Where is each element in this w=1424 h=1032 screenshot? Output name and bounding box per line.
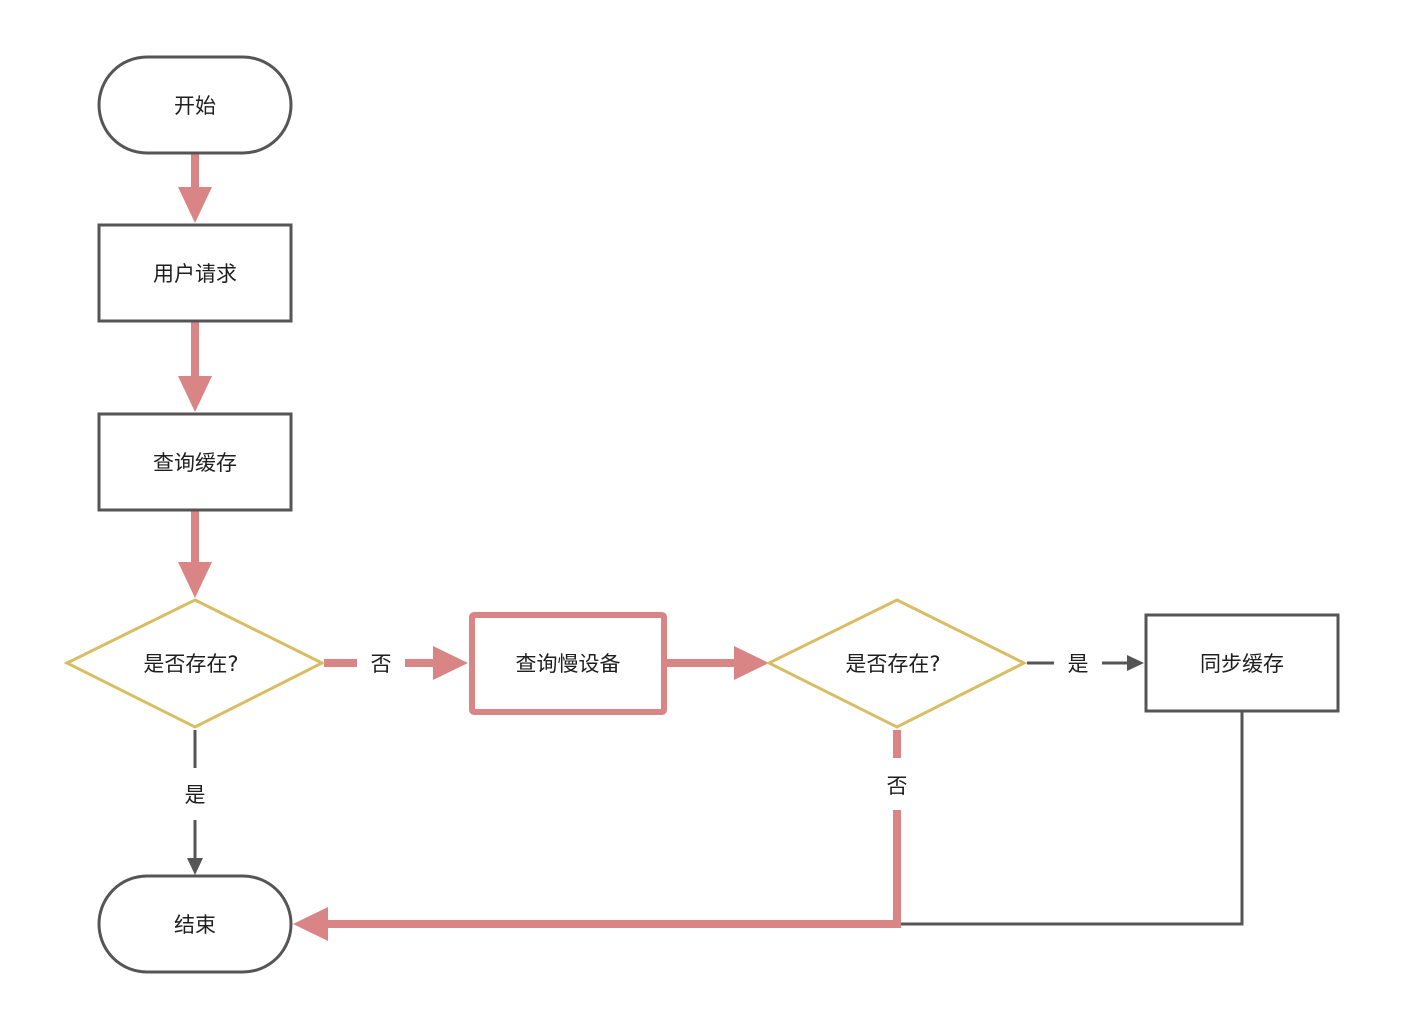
edge-label-no: 否 [371, 652, 392, 676]
terminal-shape [97, 874, 293, 974]
arrow-head-icon [178, 562, 212, 598]
terminal-shape [97, 55, 293, 155]
process-shape [97, 412, 293, 512]
edge-label-yes: 是 [185, 783, 206, 807]
node-label: 查询缓存 [153, 451, 237, 475]
edge-exists1-no: 否 [324, 646, 468, 680]
arrow-head-icon [178, 376, 212, 412]
process-shape [97, 223, 293, 323]
node-label: 是否存在? [845, 652, 940, 676]
node-query-cache[interactable]: 查询缓存 [97, 412, 293, 512]
edge-slow-to-exists2 [667, 646, 769, 680]
edge-label-no: 否 [887, 774, 908, 798]
node-label: 同步缓存 [1200, 652, 1284, 676]
arrow-head-icon [433, 646, 468, 680]
edge-query-to-exists1 [178, 511, 212, 598]
decision-shape [765, 598, 1028, 729]
edge-line [328, 810, 901, 928]
edge-label-yes: 是 [1068, 652, 1089, 676]
decision-shape [63, 598, 326, 729]
edge-start-to-request [178, 154, 212, 223]
edge-exists1-yes: 是 [185, 730, 206, 875]
node-label: 开始 [174, 94, 216, 118]
node-user-request[interactable]: 用户请求 [97, 223, 293, 323]
node-sync-cache[interactable]: 同步缓存 [1144, 613, 1340, 713]
edge-request-to-query [178, 322, 212, 412]
node-start[interactable]: 开始 [97, 55, 293, 155]
process-shape [469, 612, 667, 715]
node-label: 是否存在? [143, 652, 238, 676]
node-query-slow-device[interactable]: 查询慢设备 [469, 612, 667, 715]
node-label: 用户请求 [153, 262, 237, 286]
node-exists-1[interactable]: 是否存在? [63, 598, 326, 729]
node-end[interactable]: 结束 [97, 874, 293, 974]
arrow-head-icon [734, 646, 769, 680]
node-exists-2[interactable]: 是否存在? [765, 598, 1028, 729]
arrow-head-icon [1127, 655, 1144, 671]
node-label: 结束 [174, 913, 216, 937]
node-label: 查询慢设备 [516, 652, 621, 676]
arrow-head-icon [293, 907, 328, 941]
arrow-head-icon [178, 187, 212, 223]
edge-exists2-yes: 是 [1027, 652, 1144, 676]
edge-exists2-no: 否 [293, 730, 908, 941]
arrow-head-icon [187, 858, 203, 875]
process-shape [1144, 613, 1340, 713]
